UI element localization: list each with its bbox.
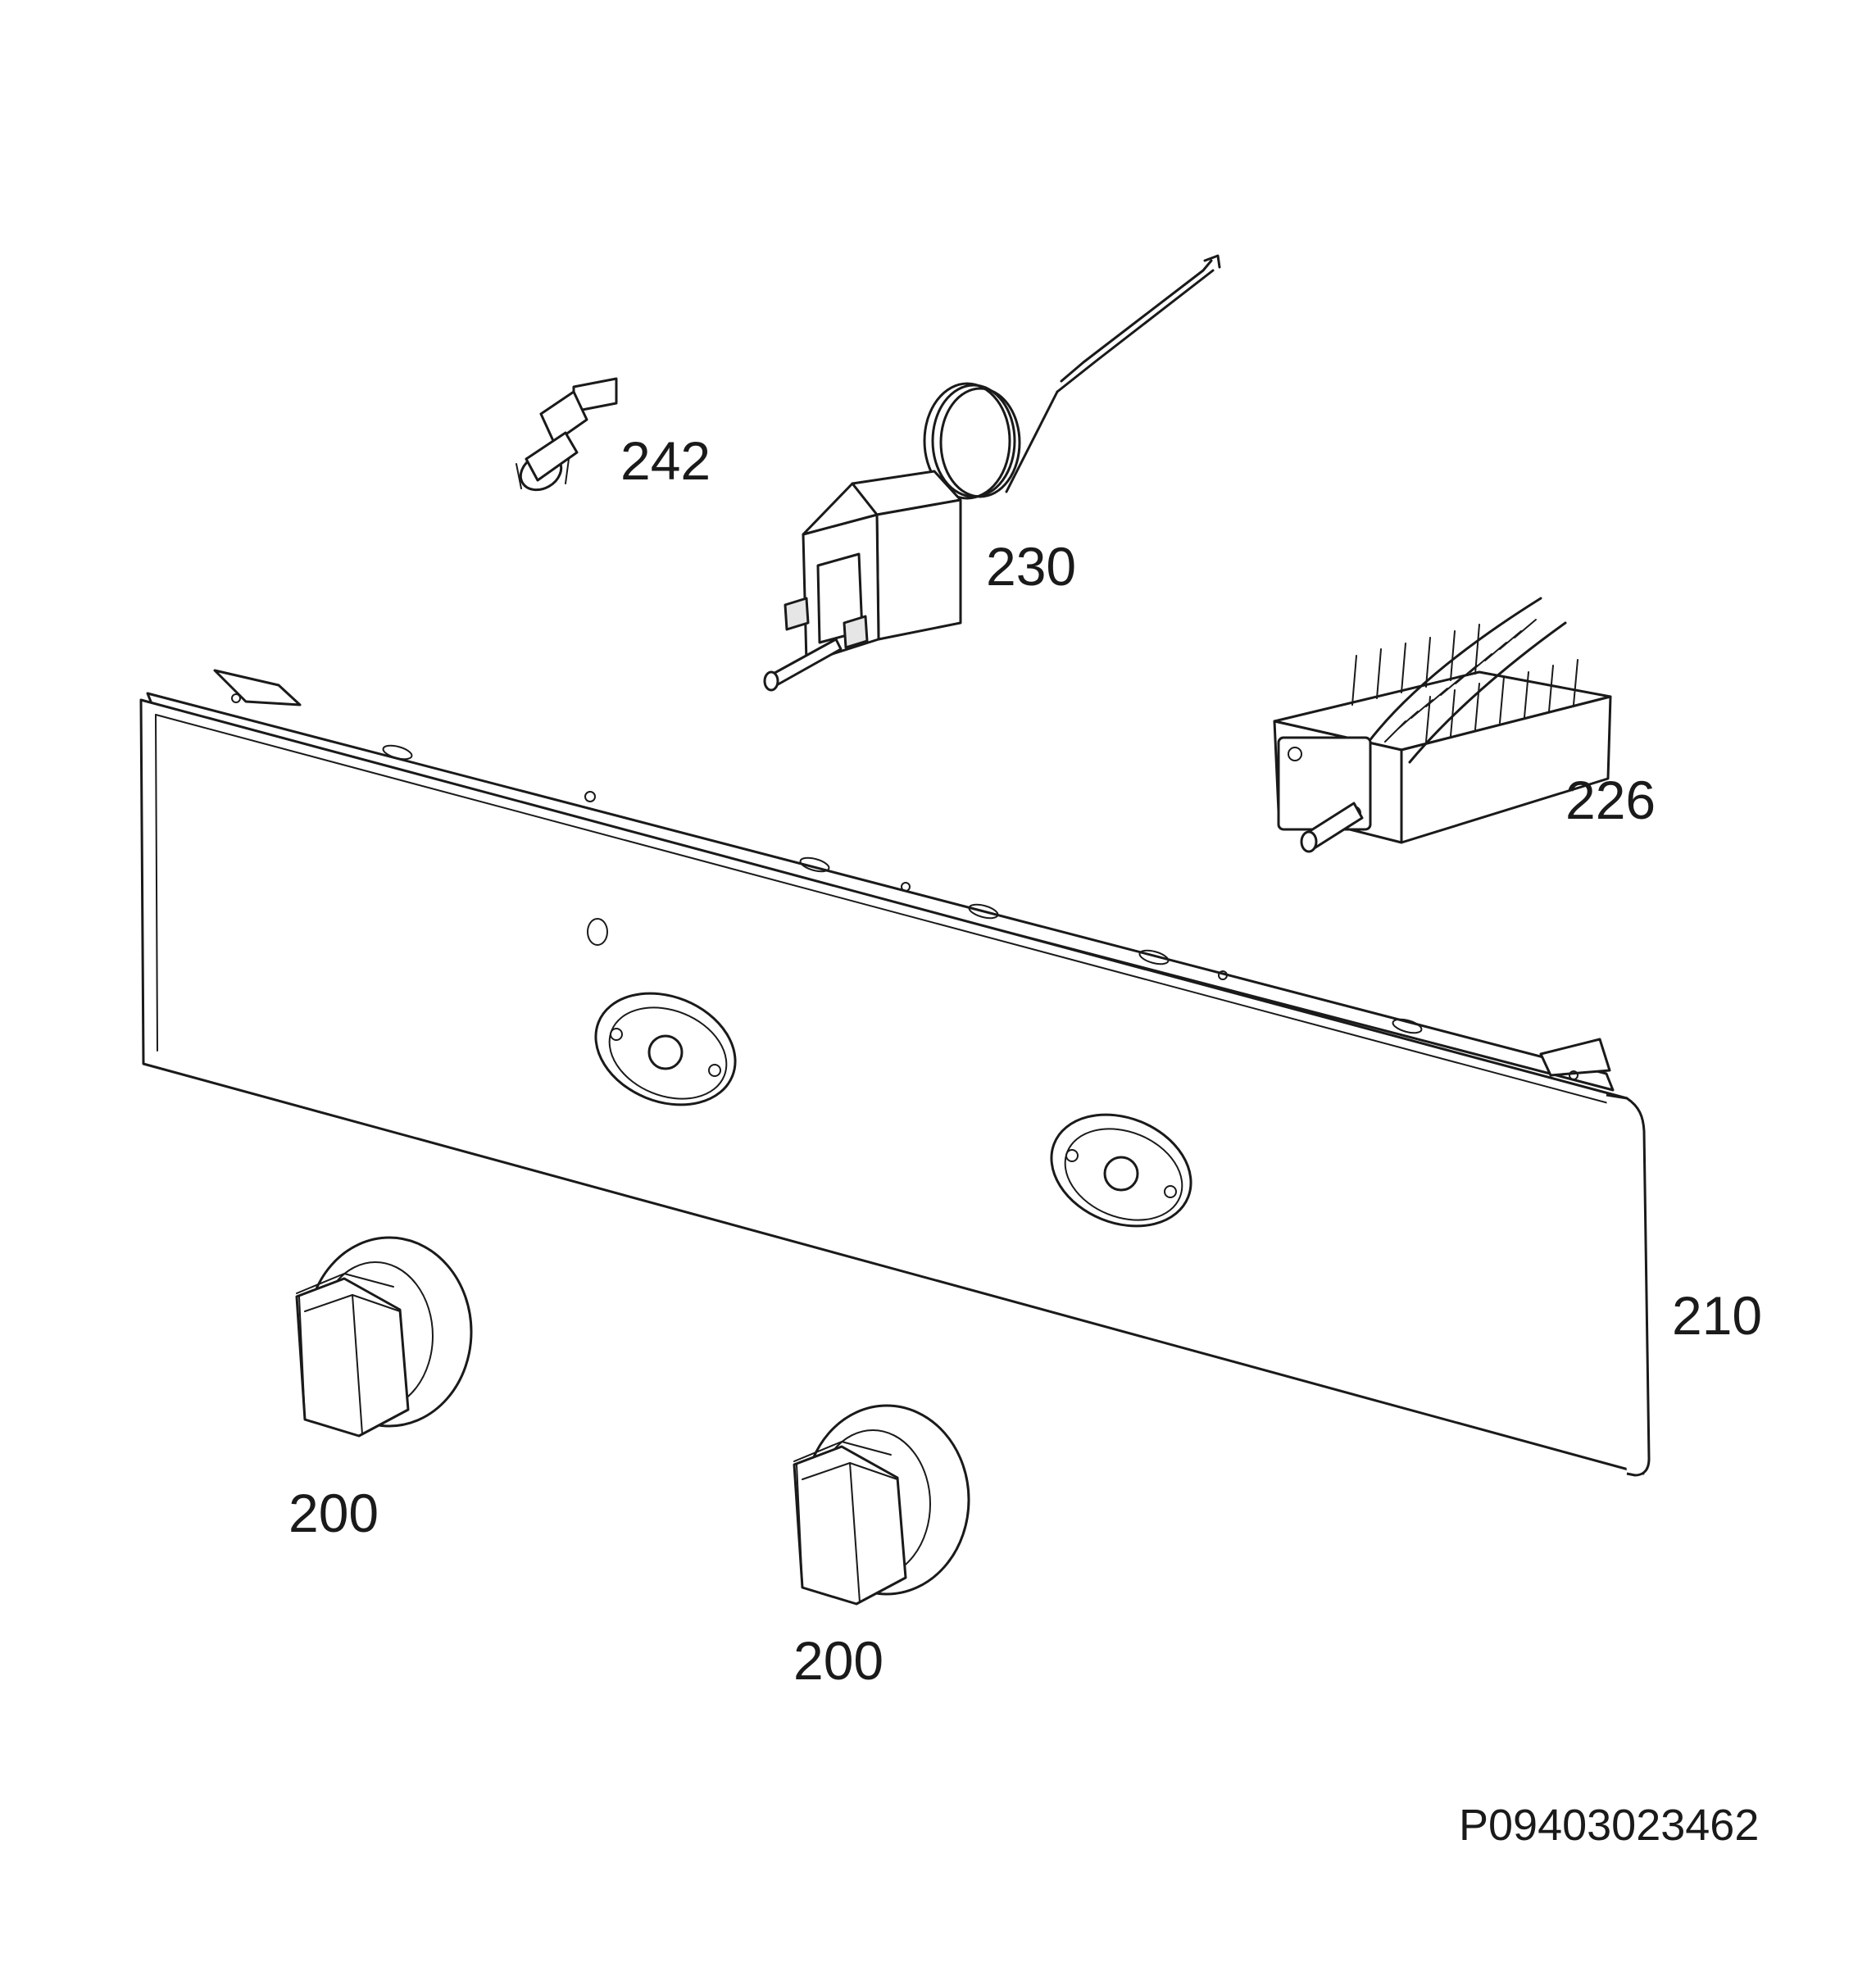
- thermal-fuse-part-242[interactable]: [514, 377, 618, 497]
- label-200-center: 200: [793, 1630, 883, 1691]
- control-knob-part-200-center[interactable]: [793, 1404, 970, 1606]
- label-200-left: 200: [288, 1483, 379, 1543]
- drawing-code: P09403023462: [1459, 1801, 1759, 1850]
- thermostat-part-230[interactable]: [763, 254, 1221, 692]
- label-242: 242: [620, 430, 711, 491]
- label-210: 210: [1672, 1285, 1762, 1346]
- label-226: 226: [1565, 770, 1656, 830]
- control-knob-part-200-left[interactable]: [295, 1236, 473, 1438]
- selector-switch-part-226[interactable]: [1273, 597, 1612, 853]
- label-230: 230: [986, 536, 1076, 597]
- control-panel-part-210[interactable]: [139, 669, 1651, 1477]
